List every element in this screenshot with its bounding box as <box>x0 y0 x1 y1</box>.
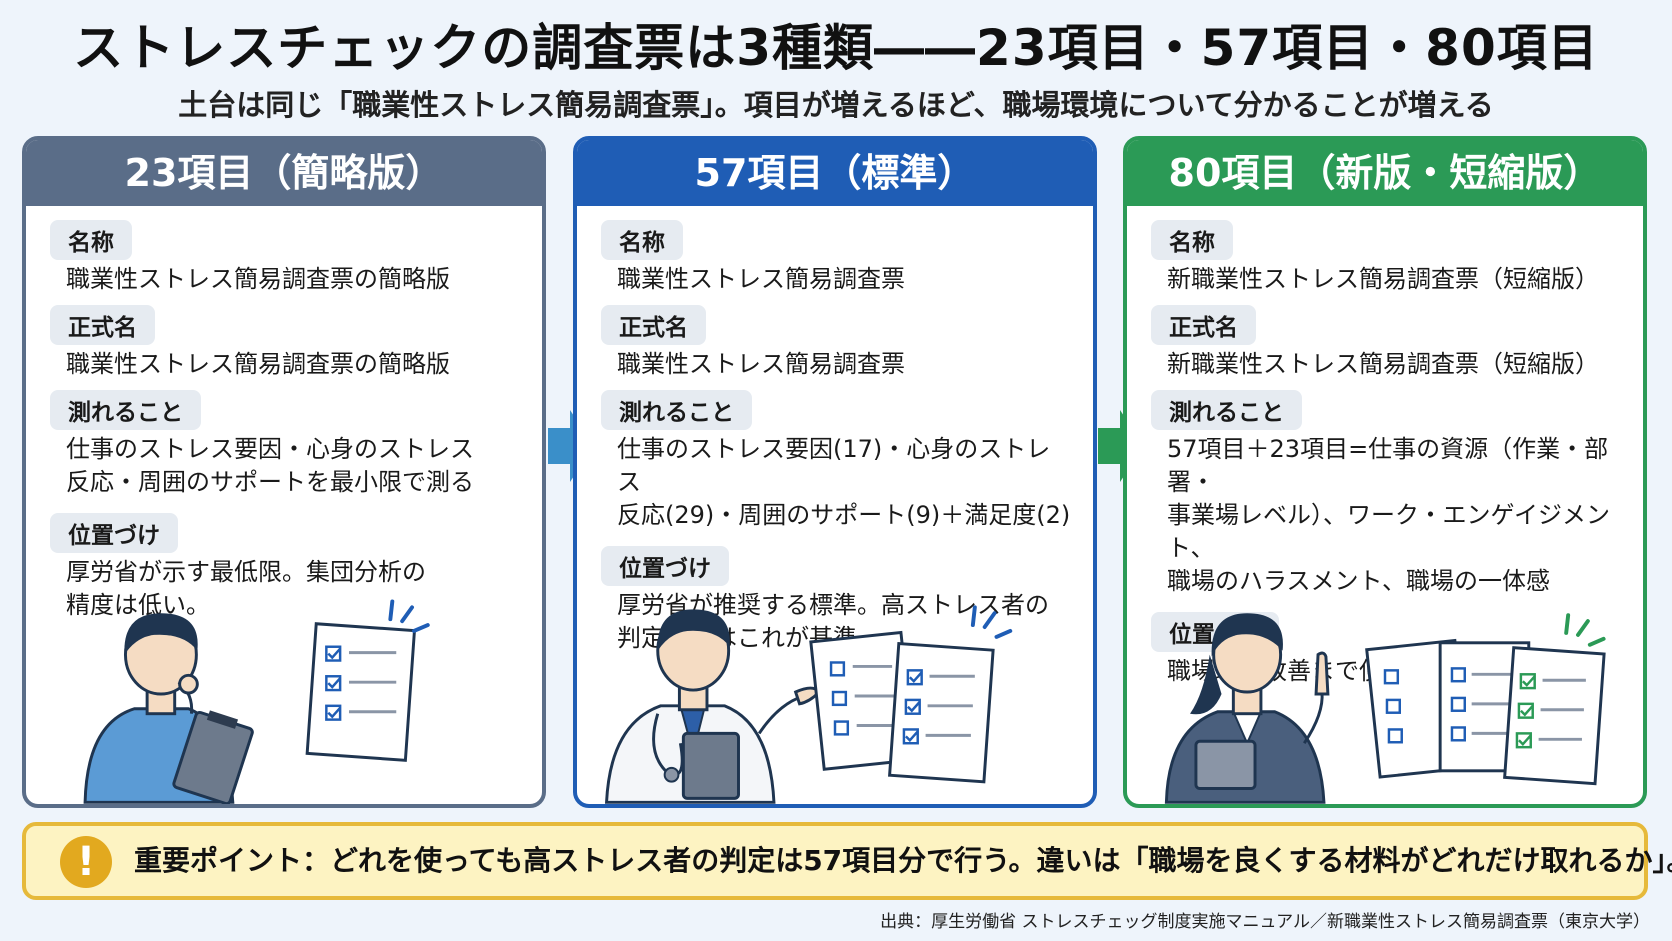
arrow-right-icon <box>1098 410 1144 482</box>
label-measures: 測れること <box>601 390 752 430</box>
value-measures: 仕事のストレス要因(17)・心身のストレス 反応(29)・周囲のサポート(9)＋… <box>617 435 1071 529</box>
value-measures: 57項目＋23項目=仕事の資源（作業・部署・ 事業場レベル）、ワーク・エンゲイジ… <box>1167 435 1611 595</box>
label-formal: 正式名 <box>50 305 155 345</box>
value-formal: 職業性ストレス簡易調査票の簡略版 <box>66 350 450 378</box>
arrow-right-icon <box>548 410 594 482</box>
spark-lines <box>970 605 1013 639</box>
value-formal: 職業性ストレス簡易調査票 <box>617 350 905 378</box>
illustration-woman-pointing <box>1164 613 1606 804</box>
card-23-items: 23項目（簡略版） 名称 職業性ストレス簡易調査票の簡略版 正式名 職業性ストレ… <box>22 136 546 808</box>
important-point-bar: ! 重要ポイント：どれを使っても高ストレス者の判定は57項目分で行う。違いは「職… <box>22 822 1672 900</box>
label-name: 名称 <box>50 220 132 260</box>
value-name: 職業性ストレス簡易調査票 <box>617 265 905 293</box>
card-header: 80項目（新版・短縮版） <box>1127 140 1643 206</box>
card-57-items: 57項目（標準） 名称 職業性ストレス簡易調査票 正式名 職業性ストレス簡易調査… <box>573 136 1097 808</box>
value-measures: 仕事のストレス要因・心身のストレス 反応・周囲のサポートを最小限で測る <box>66 435 474 496</box>
checklist-icon <box>305 622 417 762</box>
label-name: 名称 <box>1151 220 1233 260</box>
label-formal: 正式名 <box>601 305 706 345</box>
label-position: 位置づけ <box>50 513 178 553</box>
spark-lines <box>1564 613 1606 647</box>
page-title: ストレスチェックの調査票は3種類――23項目・57項目・80項目 <box>73 19 1599 77</box>
card-body: 名称 職業性ストレス簡易調査票の簡略版 正式名 職業性ストレス簡易調査票の簡略版… <box>26 206 542 622</box>
exclamation-icon: ! <box>60 836 112 888</box>
label-measures: 測れること <box>50 390 201 430</box>
card-header: 23項目（簡略版） <box>26 140 542 206</box>
tablet-icon <box>1194 739 1257 791</box>
source-citation: 出典：厚生労働省 ストレスチェッグ制度実施マニュアル／新職業性ストレス簡易調査票… <box>880 912 1650 932</box>
value-name: 職業性ストレス簡易調査票の簡略版 <box>66 265 450 293</box>
spark-lines <box>388 599 430 633</box>
label-measures: 測れること <box>1151 390 1302 430</box>
checklist-icon <box>1365 638 1606 786</box>
value-position: 厚労省が示す最低限。集団分析の 精度は低い。 <box>66 558 426 619</box>
checklist-icon <box>809 630 995 784</box>
illustration-person-clipboard <box>83 599 430 804</box>
clipboard-icon <box>681 731 740 800</box>
label-formal: 正式名 <box>1151 305 1256 345</box>
value-formal: 新職業性ストレス簡易調査票（短縮版） <box>1167 350 1599 378</box>
value-name: 新職業性ストレス簡易調査票（短縮版） <box>1167 265 1599 293</box>
important-point-text: 重要ポイント：どれを使っても高ストレス者の判定は57項目分で行う。違いは「職場を… <box>134 844 1672 877</box>
page-subtitle: 土台は同じ「職業性ストレス簡易調査票」。項目が増えるほど、職場環境について分かる… <box>178 88 1494 122</box>
illustration-doctor <box>604 605 1013 804</box>
clipboard-icon <box>172 710 254 804</box>
label-position: 位置づけ <box>601 546 729 586</box>
card-80-items: 80項目（新版・短縮版） 名称 新職業性ストレス簡易調査票（短縮版） 正式名 新… <box>1123 136 1647 808</box>
label-name: 名称 <box>601 220 683 260</box>
card-body: 名称 新職業性ストレス簡易調査票（短縮版） 正式名 新職業性ストレス簡易調査票（… <box>1127 206 1643 688</box>
card-header: 57項目（標準） <box>577 140 1093 206</box>
